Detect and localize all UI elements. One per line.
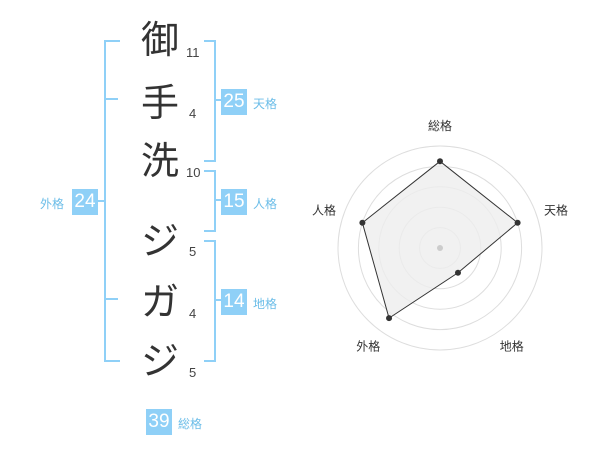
- stroke-count-2: 4: [189, 106, 197, 121]
- tenkaku-label: 天格: [253, 97, 278, 111]
- radar-grid-ring: [337, 145, 543, 351]
- radar-center-dot: [437, 245, 443, 251]
- chikaku-badge: 14: [221, 289, 247, 315]
- jinkaku-bracket: [204, 170, 216, 232]
- radar-data-polygon: [361, 160, 519, 319]
- jinkaku-label: 人格: [253, 197, 278, 211]
- chikaku-bracket-tick: [214, 299, 222, 301]
- name-char-3: 洗: [140, 139, 179, 183]
- chikaku-bracket: [204, 240, 216, 362]
- radar-axis-label: 地格: [500, 339, 524, 354]
- name-char-2: 手: [140, 81, 179, 125]
- gaikaku-bracket: [104, 40, 120, 362]
- radar-axis-label: 人格: [312, 202, 336, 217]
- name-char-4: ジ: [140, 219, 179, 263]
- gaikaku-badge: 24: [72, 189, 98, 215]
- chikaku-label: 地格: [253, 297, 278, 311]
- stroke-count-1: 11: [186, 45, 200, 60]
- name-char-5: ガ: [140, 280, 179, 324]
- stroke-count-4: 5: [189, 244, 197, 259]
- radar-data-point: [359, 219, 366, 226]
- radar-data-point: [514, 219, 521, 226]
- radar-data-point: [386, 315, 393, 322]
- radar-axis-label: 総格: [428, 118, 452, 133]
- soukaku-badge: 39: [146, 409, 172, 435]
- jinkaku-badge: 15: [221, 189, 247, 215]
- stroke-count-6: 5: [189, 365, 197, 380]
- radar-data-point: [454, 269, 461, 276]
- radar-axis-label: 天格: [544, 202, 568, 217]
- gaikaku-bracket-tick: [98, 200, 106, 202]
- stroke-count-3: 10: [186, 165, 201, 180]
- jinkaku-bracket-tick: [214, 199, 222, 201]
- stroke-count-5: 4: [189, 306, 197, 321]
- gaikaku-bracket-notch-2: [104, 298, 118, 300]
- radar-data-point: [437, 158, 443, 165]
- soukaku-label: 総格: [178, 417, 203, 431]
- tenkaku-bracket-tick: [214, 99, 222, 101]
- name-char-1: 御: [140, 18, 179, 62]
- tenkaku-bracket: [204, 40, 216, 162]
- gaikaku-bracket-notch-1: [104, 98, 118, 100]
- tenkaku-badge: 25: [221, 89, 247, 115]
- radar-axis-label: 外格: [356, 339, 380, 354]
- gaikaku-label: 外格: [40, 197, 65, 211]
- name-char-6: ジ: [140, 339, 179, 383]
